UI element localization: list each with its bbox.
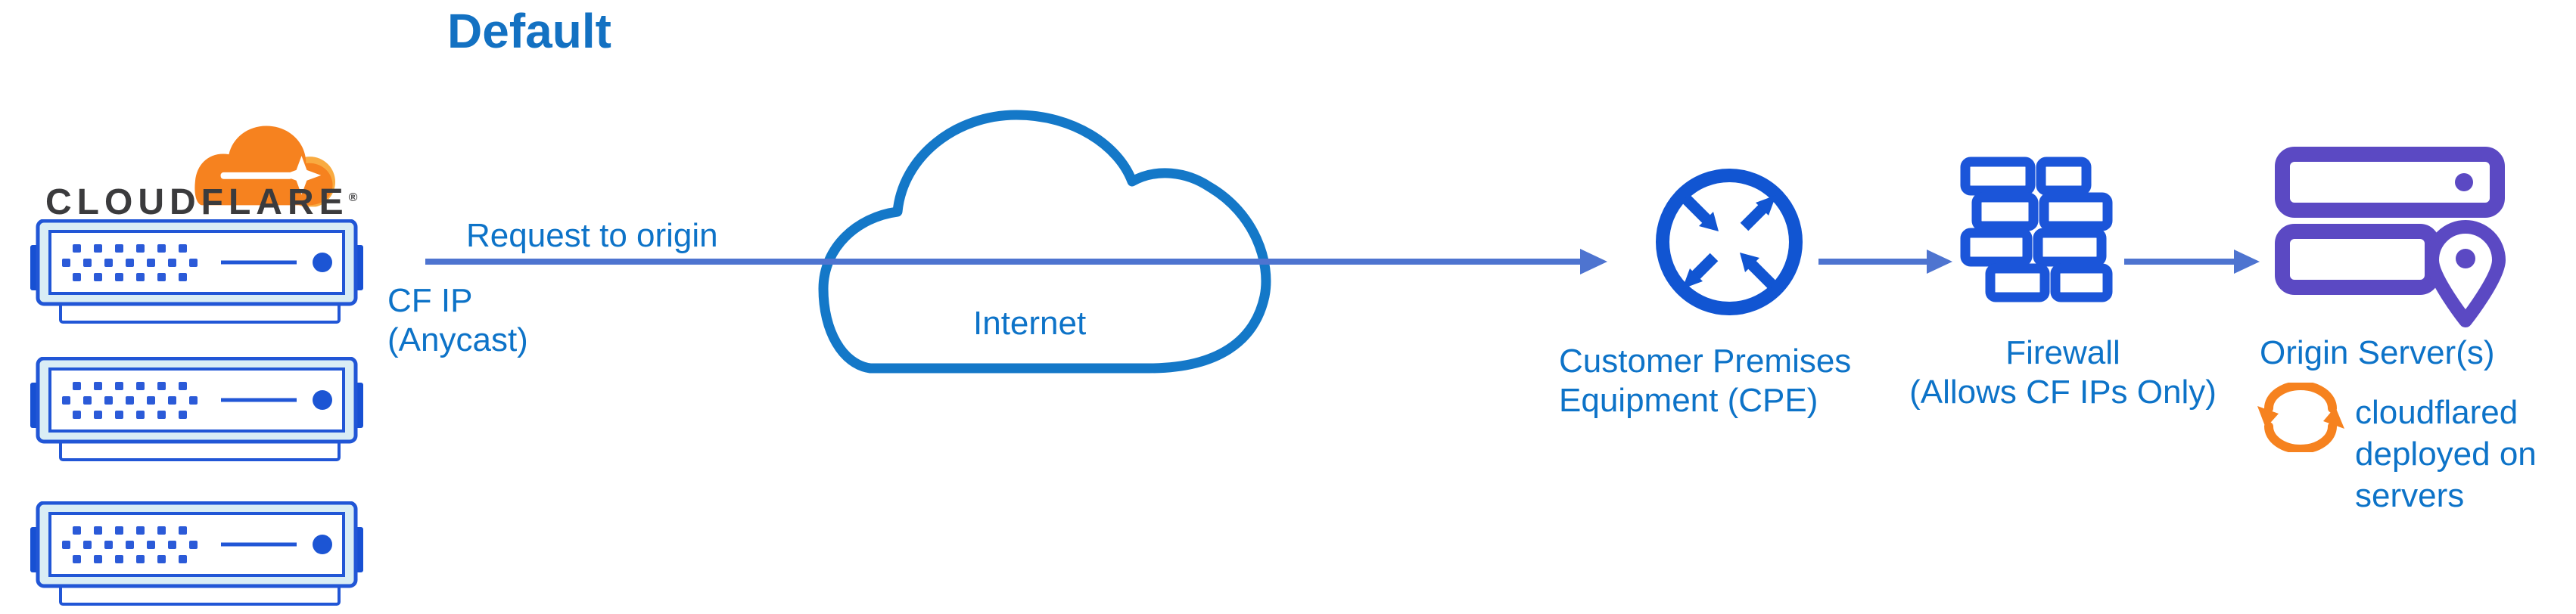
firewall-label-line1: Firewall [2005, 334, 2120, 371]
cpe-to-firewall-arrow [1816, 245, 1968, 278]
cloudflared-note-line3: servers [2355, 477, 2465, 514]
cf-ip-label-line2: (Anycast) [387, 321, 528, 358]
cpe-label-line1: Customer Premises [1559, 343, 1852, 380]
request-arrow-head [1580, 249, 1607, 274]
cpe-label: Customer Premises Equipment (CPE) [1559, 342, 1851, 420]
firewall-label: Firewall (Allows CF IPs Only) [1892, 333, 2234, 412]
firewall-brick-icon [1959, 156, 2114, 302]
registered-trademark-mark: ® [348, 191, 358, 204]
edge-server-icon [30, 219, 363, 327]
cloudflare-logo-icon [188, 112, 338, 212]
origin-servers-icon [2275, 147, 2506, 328]
sync-arrows-icon [2257, 383, 2347, 452]
firewall-to-origin-arrow [2123, 245, 2274, 278]
cpe-label-line2: Equipment (CPE) [1559, 382, 1818, 419]
cloudflare-cloud-icon [188, 126, 338, 212]
cloudflared-note-line2: deployed on [2355, 436, 2537, 473]
cpe-router-icon [1652, 165, 1806, 319]
cloudflared-note-line1: cloudflared [2355, 394, 2518, 431]
request-to-origin-label: Request to origin [466, 217, 718, 254]
edge-server-icon [30, 501, 363, 609]
internet-cloud-icon [409, 106, 1619, 386]
firewall-label-line2: (Allows CF IPs Only) [1909, 374, 2217, 411]
cf-ip-label-line1: CF IP [387, 282, 473, 319]
cloudflare-wordmark-text: CLOUDFLARE [45, 182, 349, 222]
origin-servers-label: Origin Server(s) [2260, 334, 2495, 371]
internet-label: Internet [973, 305, 1087, 342]
cloudflare-wordmark: CLOUDFLARE® [45, 181, 357, 223]
diagram-title: Default [447, 4, 611, 58]
cf-ip-anycast-label: CF IP (Anycast) [387, 281, 528, 360]
cloudflared-note: cloudflared deployed on servers [2355, 392, 2537, 516]
edge-server-icon [30, 357, 363, 464]
